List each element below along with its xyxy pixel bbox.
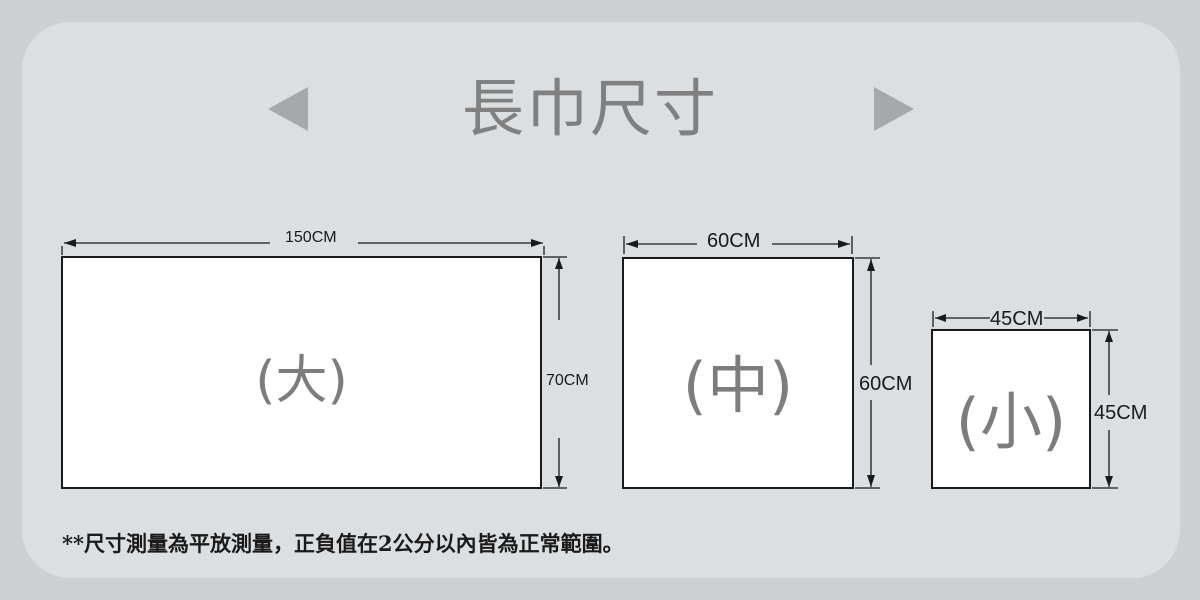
next-button[interactable] <box>872 85 916 133</box>
triangle-right-icon <box>874 87 914 131</box>
arrow-head <box>555 258 563 269</box>
size-label-large: (大) <box>255 351 348 411</box>
width-label-large: 150CM <box>285 229 337 246</box>
height-label-small: 45CM <box>1094 402 1148 424</box>
arrow-head <box>626 240 638 248</box>
arrow-head <box>867 475 875 487</box>
width-label-medium: 60CM <box>707 230 761 252</box>
size-label-small: (小) <box>955 385 1067 458</box>
arrow-head <box>867 259 875 271</box>
height-label-large: 70CM <box>546 372 589 389</box>
arrow-head <box>555 476 563 487</box>
arrow-head <box>1105 331 1113 342</box>
size-label-medium: (中) <box>682 349 794 422</box>
height-label-medium: 60CM <box>859 373 913 395</box>
arrow-head <box>935 314 946 322</box>
towel-large-outline: (大) <box>61 256 542 489</box>
arrow-head <box>64 239 76 247</box>
arrow-head <box>531 239 543 247</box>
arrow-head <box>1105 476 1113 487</box>
towel-small-outline: (小) <box>931 329 1091 489</box>
width-label-small: 45CM <box>990 308 1044 330</box>
prev-button[interactable] <box>266 85 310 133</box>
page-title: 長巾尺寸 <box>461 72 718 145</box>
arrow-head <box>1077 314 1088 322</box>
triangle-left-icon <box>268 87 308 131</box>
measurement-note: **尺寸測量為平放測量，正負值在2公分以內皆為正常範圍。 <box>62 531 624 556</box>
arrow-head <box>838 240 850 248</box>
towel-medium-outline: (中) <box>622 257 854 489</box>
